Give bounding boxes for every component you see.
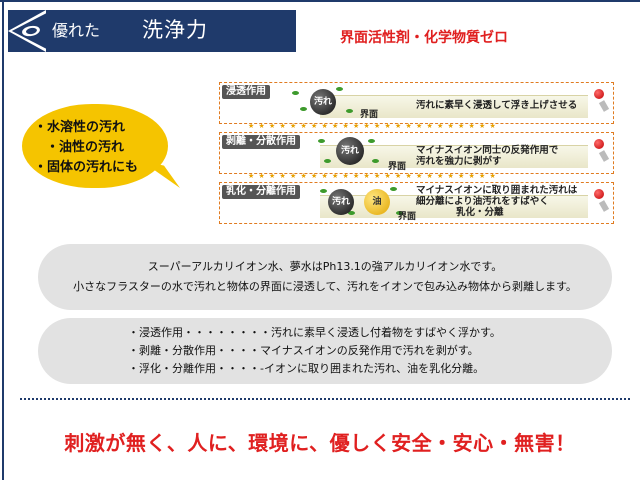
- row-label: 剥離・分散作用: [222, 135, 300, 149]
- row-desc: マイナスイオン同士の反発作用で 汚れを強力に剥がす: [416, 145, 558, 167]
- description-line: スーパーアルカリイオン水、夢水はPh13.1の強アルカリイオン水です。: [147, 260, 503, 273]
- interface-label: 界面: [388, 162, 407, 172]
- row-desc-line: 汚れを強力に剥がす: [416, 156, 502, 167]
- bubble-line: ・水溶性の汚れ: [34, 120, 126, 135]
- interface-label: 界面: [398, 212, 417, 222]
- ion-dot: [318, 139, 325, 143]
- action-diagram: 浸透作用 汚れ 界面 汚れに素早く浸透して浮き上げさせる ★ ★ ★ ★ ★ ★…: [219, 82, 614, 224]
- row-desc-line: 汚れに素早く浸透して浮き上げさせる: [416, 100, 578, 111]
- row-desc-line: 細分離により油汚れをすばやく: [416, 196, 549, 207]
- ion-dot: [320, 189, 327, 193]
- pin-icon: [594, 139, 604, 149]
- dirt-ball: 汚れ: [310, 89, 336, 115]
- frame-left-border: [2, 0, 4, 480]
- pin-icon: [594, 189, 604, 199]
- diagram-row-penetration: 浸透作用 汚れ 界面 汚れに素早く浸透して浮き上げさせる ★ ★ ★ ★ ★ ★…: [219, 82, 614, 130]
- ion-dot: [292, 91, 299, 95]
- dirt-ball: 汚れ: [336, 137, 364, 165]
- ion-dot: [300, 107, 307, 111]
- ion-dot: [372, 159, 379, 163]
- diagram-row-emulsify: 乳化・分離作用 汚れ 油 界面 マイナスイオンに取り囲まれた汚れは 細分離により…: [219, 182, 614, 224]
- oil-ball: 油: [364, 189, 390, 215]
- row-desc-line: マイナスイオン同士の反発作用で: [416, 145, 559, 156]
- row-desc: 汚れに素早く浸透して浮き上げさせる: [416, 100, 577, 111]
- ion-dot: [324, 159, 331, 163]
- description-box: スーパーアルカリイオン水、夢水はPh13.1の強アルカリイオン水です。 小さなフ…: [38, 244, 612, 310]
- ion-dot: [348, 211, 355, 215]
- footer-slogan: 刺激が無く、人に、環境に、優しく安全・安心・無害！: [64, 431, 576, 455]
- pin-stem: [598, 100, 610, 112]
- surface-band: [320, 95, 588, 118]
- row-desc-line: 乳化・分離: [456, 207, 504, 218]
- ion-dot: [336, 87, 343, 91]
- pin-stem: [598, 150, 610, 162]
- effect-item: ・浮化・分離作用・・・・-イオンに取り囲まれた汚れ、油を乳化分離。: [128, 362, 485, 375]
- header-banner: [8, 10, 296, 52]
- header-subtitle: 優れた: [52, 21, 101, 40]
- description-line: 小さなフラスターの水で汚れと物体の界面に浸透して、汚れをイオンで包み込み物体から…: [73, 280, 577, 293]
- ion-dot: [346, 109, 353, 113]
- frame-top-border: [0, 0, 640, 2]
- effect-item: ・浸透作用・・・・・・・・汚れに素早く浸透し付着物をすばやく浮かす。: [128, 326, 501, 339]
- speech-bubble: [22, 104, 168, 188]
- effect-item: ・剥離・分散作用・・・・マイナスイオンの反発作用で汚れを剥がす。: [128, 344, 479, 357]
- bubble-text: ・水溶性の汚れ ・油性の汚れ ・固体の汚れにも: [34, 118, 138, 178]
- diagram-row-peeling: 剥離・分散作用 汚れ 界面 マイナスイオン同士の反発作用で 汚れを強力に剥がす …: [219, 132, 614, 180]
- star-border: ★ ★ ★ ★ ★ ★ ★ ★ ★ ★ ★ ★ ★ ★ ★ ★ ★ ★ ★ ★ …: [248, 122, 497, 130]
- dotted-divider: [20, 398, 630, 400]
- bubble-line: ・油性の汚れ: [46, 140, 125, 155]
- bubble-line: ・固体の汚れにも: [34, 160, 139, 175]
- row-label: 浸透作用: [222, 85, 270, 99]
- effects-box: ・浸透作用・・・・・・・・汚れに素早く浸透し付着物をすばやく浮かす。 ・剥離・分…: [38, 318, 612, 384]
- pin-icon: [594, 89, 604, 99]
- interface-label: 界面: [360, 110, 379, 120]
- row-label: 乳化・分離作用: [222, 185, 300, 199]
- row-desc: マイナスイオンに取り囲まれた汚れは 細分離により油汚れをすばやく 乳化・分離: [416, 185, 577, 218]
- surface-band: [320, 145, 588, 168]
- tagline: 界面活性剤・化学物質ゼロ: [340, 30, 508, 46]
- star-border: ★ ★ ★ ★ ★ ★ ★ ★ ★ ★ ★ ★ ★ ★ ★ ★ ★ ★ ★ ★ …: [248, 172, 497, 180]
- ion-dot: [368, 139, 375, 143]
- ion-dot: [396, 211, 403, 215]
- pin-stem: [598, 200, 610, 212]
- header-title: 洗浄力: [142, 18, 208, 42]
- ion-dot: [390, 187, 397, 191]
- effects-list: ・浸透作用・・・・・・・・汚れに素早く浸透し付着物をすばやく浮かす。 ・剥離・分…: [128, 324, 501, 378]
- dirt-ball: 汚れ: [328, 189, 354, 215]
- row-desc-line: マイナスイオンに取り囲まれた汚れは: [416, 185, 578, 196]
